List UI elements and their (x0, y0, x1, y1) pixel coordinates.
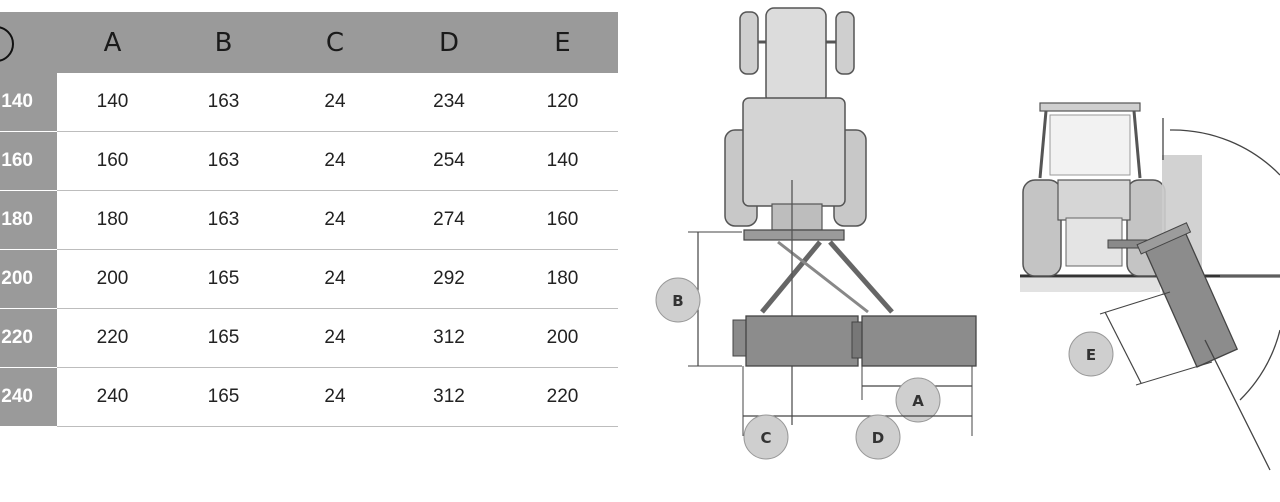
front-right-wheel (835, 11, 855, 75)
table-row: 240 240 165 24 312 220 (0, 367, 618, 427)
table-cell: 160 (507, 190, 618, 250)
element-25 (1143, 229, 1239, 368)
row-header: 240 (0, 367, 57, 427)
dimension-c-marker (743, 414, 789, 460)
dimension-a-marker (895, 377, 941, 423)
table-cell: 180 (507, 249, 618, 309)
front-left-wheel (739, 11, 759, 75)
dimension-d-marker (855, 414, 901, 460)
element-19 (1049, 114, 1131, 176)
element-29 (1239, 329, 1280, 401)
element-31 (1099, 291, 1171, 315)
row-header: 220 (0, 308, 57, 368)
element-20 (1057, 179, 1131, 221)
mower-deck (861, 315, 977, 367)
column-header-c: C (279, 12, 391, 73)
table-cell: 254 (391, 131, 507, 191)
table-cell: 165 (168, 249, 279, 309)
dimension-b-label: B (672, 292, 683, 310)
dimension-a-label: A (912, 392, 924, 410)
column-header-a: A (57, 12, 168, 73)
element-17 (1038, 110, 1048, 179)
rear-view: E (1020, 102, 1280, 471)
mower-gearbox (745, 315, 859, 367)
dimension-b-marker (655, 277, 701, 323)
element-3 (777, 240, 869, 314)
table-cell: 220 (507, 367, 618, 427)
table-cell: 24 (279, 190, 391, 250)
table-row: 160 160 163 24 254 140 (0, 131, 618, 191)
dimension-c-label: C (760, 429, 771, 447)
tilted-mower (1136, 222, 1239, 368)
table-corner-cell (0, 12, 57, 73)
table-cell: 140 (57, 73, 168, 132)
rear-view-left-wheel (1022, 179, 1062, 277)
linkage-arm (828, 240, 894, 314)
table-cell: 200 (507, 308, 618, 368)
element-32 (1135, 361, 1213, 386)
angle-arc (1169, 129, 1280, 176)
table-cell: 312 (391, 308, 507, 368)
table-cell: 24 (279, 131, 391, 191)
table-cell: 180 (57, 190, 168, 250)
table-cell: 24 (279, 367, 391, 427)
dimension-d-label: D (872, 429, 884, 447)
tractor-mower-diagram: B C A D (655, 7, 1280, 471)
tractor-roof (1039, 102, 1141, 112)
table-row: 140 140 163 24 234 120 (0, 73, 618, 132)
element-26 (1136, 222, 1192, 255)
table-cell: 163 (168, 131, 279, 191)
top-view: B C A D (655, 7, 977, 460)
linkage-arm (760, 240, 822, 314)
table-cell: 24 (279, 308, 391, 368)
element-18 (1132, 110, 1142, 179)
element-16 (1020, 278, 1160, 292)
element-27 (1204, 339, 1271, 471)
table-row: 180 180 163 24 274 160 (0, 190, 618, 250)
table-header-row: A B C D E (0, 12, 618, 73)
table-cell: 200 (57, 249, 168, 309)
table-cell: 312 (391, 367, 507, 427)
table-cell: 24 (279, 73, 391, 132)
row-header: 200 (0, 249, 57, 309)
table-row: 200 200 165 24 292 180 (0, 249, 618, 309)
table-cell: 274 (391, 190, 507, 250)
table-cell: 240 (57, 367, 168, 427)
table-cell: 220 (57, 308, 168, 368)
row-header: 180 (0, 190, 57, 250)
column-header-e: E (507, 12, 618, 73)
table-cell: 24 (279, 249, 391, 309)
row-header: 140 (0, 73, 57, 132)
table-cell: 163 (168, 190, 279, 250)
element-30 (1104, 311, 1142, 384)
column-header-d: D (391, 12, 507, 73)
dimensions-table: A B C D E 140 140 163 24 234 120 160 160… (0, 12, 618, 427)
table-cell: 160 (57, 131, 168, 191)
dimension-e-label: E (1086, 346, 1096, 364)
tractor-cab (742, 97, 846, 207)
diameter-icon (0, 26, 14, 62)
column-header-b: B (168, 12, 279, 73)
dimension-e-marker (1068, 331, 1114, 377)
table-cell: 165 (168, 367, 279, 427)
table-cell: 163 (168, 73, 279, 132)
table-row: 220 220 165 24 312 200 (0, 308, 618, 368)
table-cell: 140 (507, 131, 618, 191)
table-cell: 120 (507, 73, 618, 132)
tractor-hood (765, 7, 827, 105)
hitch-bar (743, 229, 845, 241)
element-2 (771, 203, 823, 231)
row-header: 160 (0, 131, 57, 191)
table-cell: 165 (168, 308, 279, 368)
element-6 (851, 321, 863, 359)
table-cell: 234 (391, 73, 507, 132)
table-cell: 292 (391, 249, 507, 309)
